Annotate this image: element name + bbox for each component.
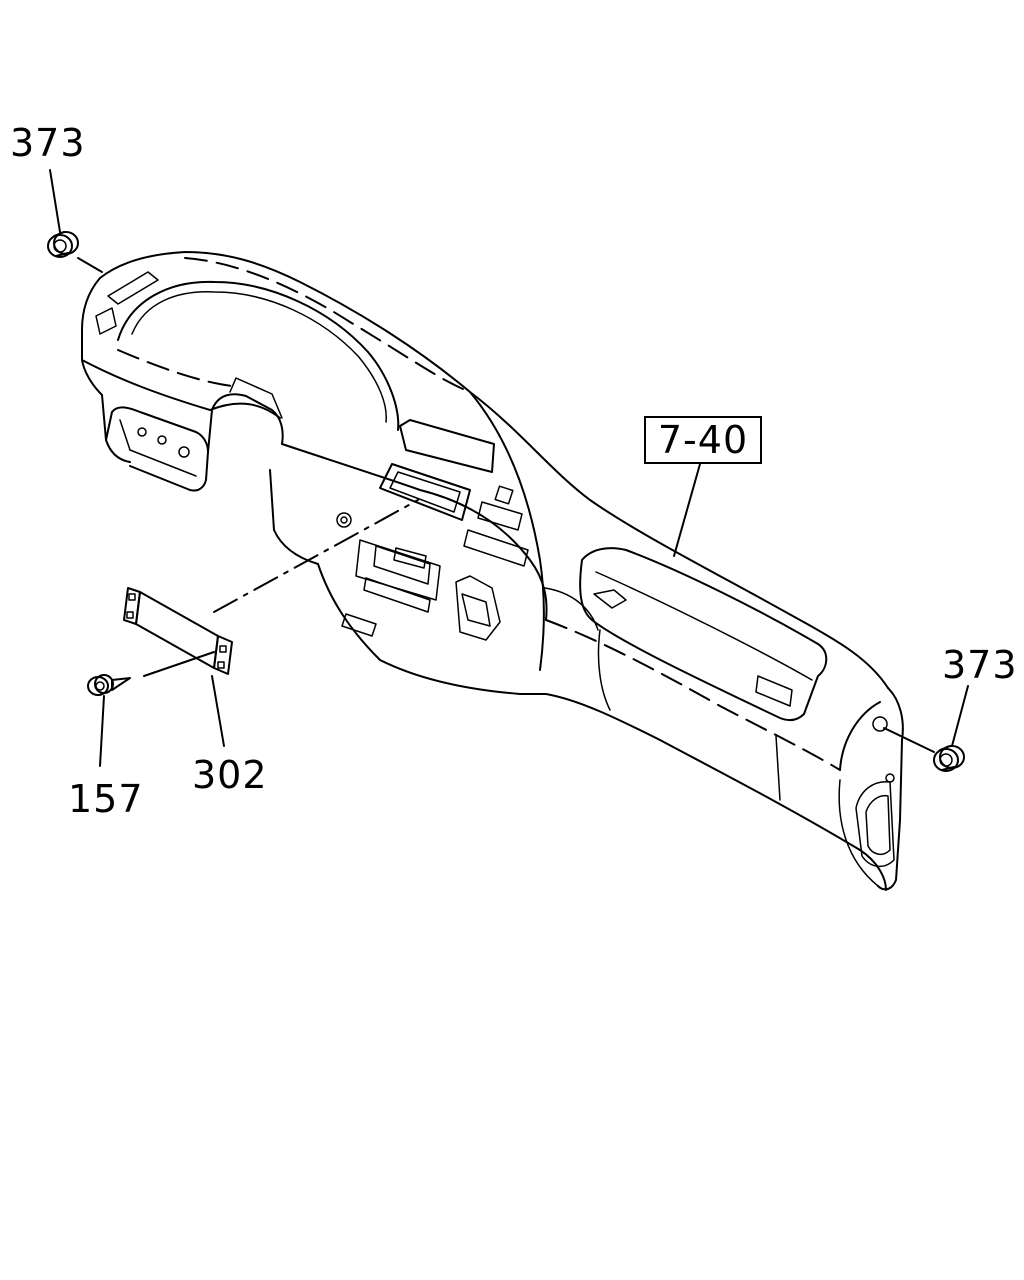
grommet-left xyxy=(47,231,103,273)
callout-157: 157 xyxy=(68,777,144,821)
screw xyxy=(87,674,131,696)
callout-373-left: 373 xyxy=(10,121,86,165)
leader-grommet-left xyxy=(49,169,61,233)
callout-302: 302 xyxy=(192,753,268,797)
leader-bracket xyxy=(211,675,225,747)
grommet-right xyxy=(883,727,965,772)
assembly-line-bracket xyxy=(213,499,419,613)
bracket xyxy=(123,587,233,675)
assembly-line-screw xyxy=(143,651,215,677)
leader-screw xyxy=(99,695,105,767)
leader-grommet-right xyxy=(951,685,969,747)
callout-373-right: 373 xyxy=(942,643,1018,687)
leader-instrument-panel-ref xyxy=(673,463,701,557)
callout-7-40-reference-box[interactable]: 7-40 xyxy=(644,416,762,464)
instrument-panel xyxy=(81,251,904,891)
